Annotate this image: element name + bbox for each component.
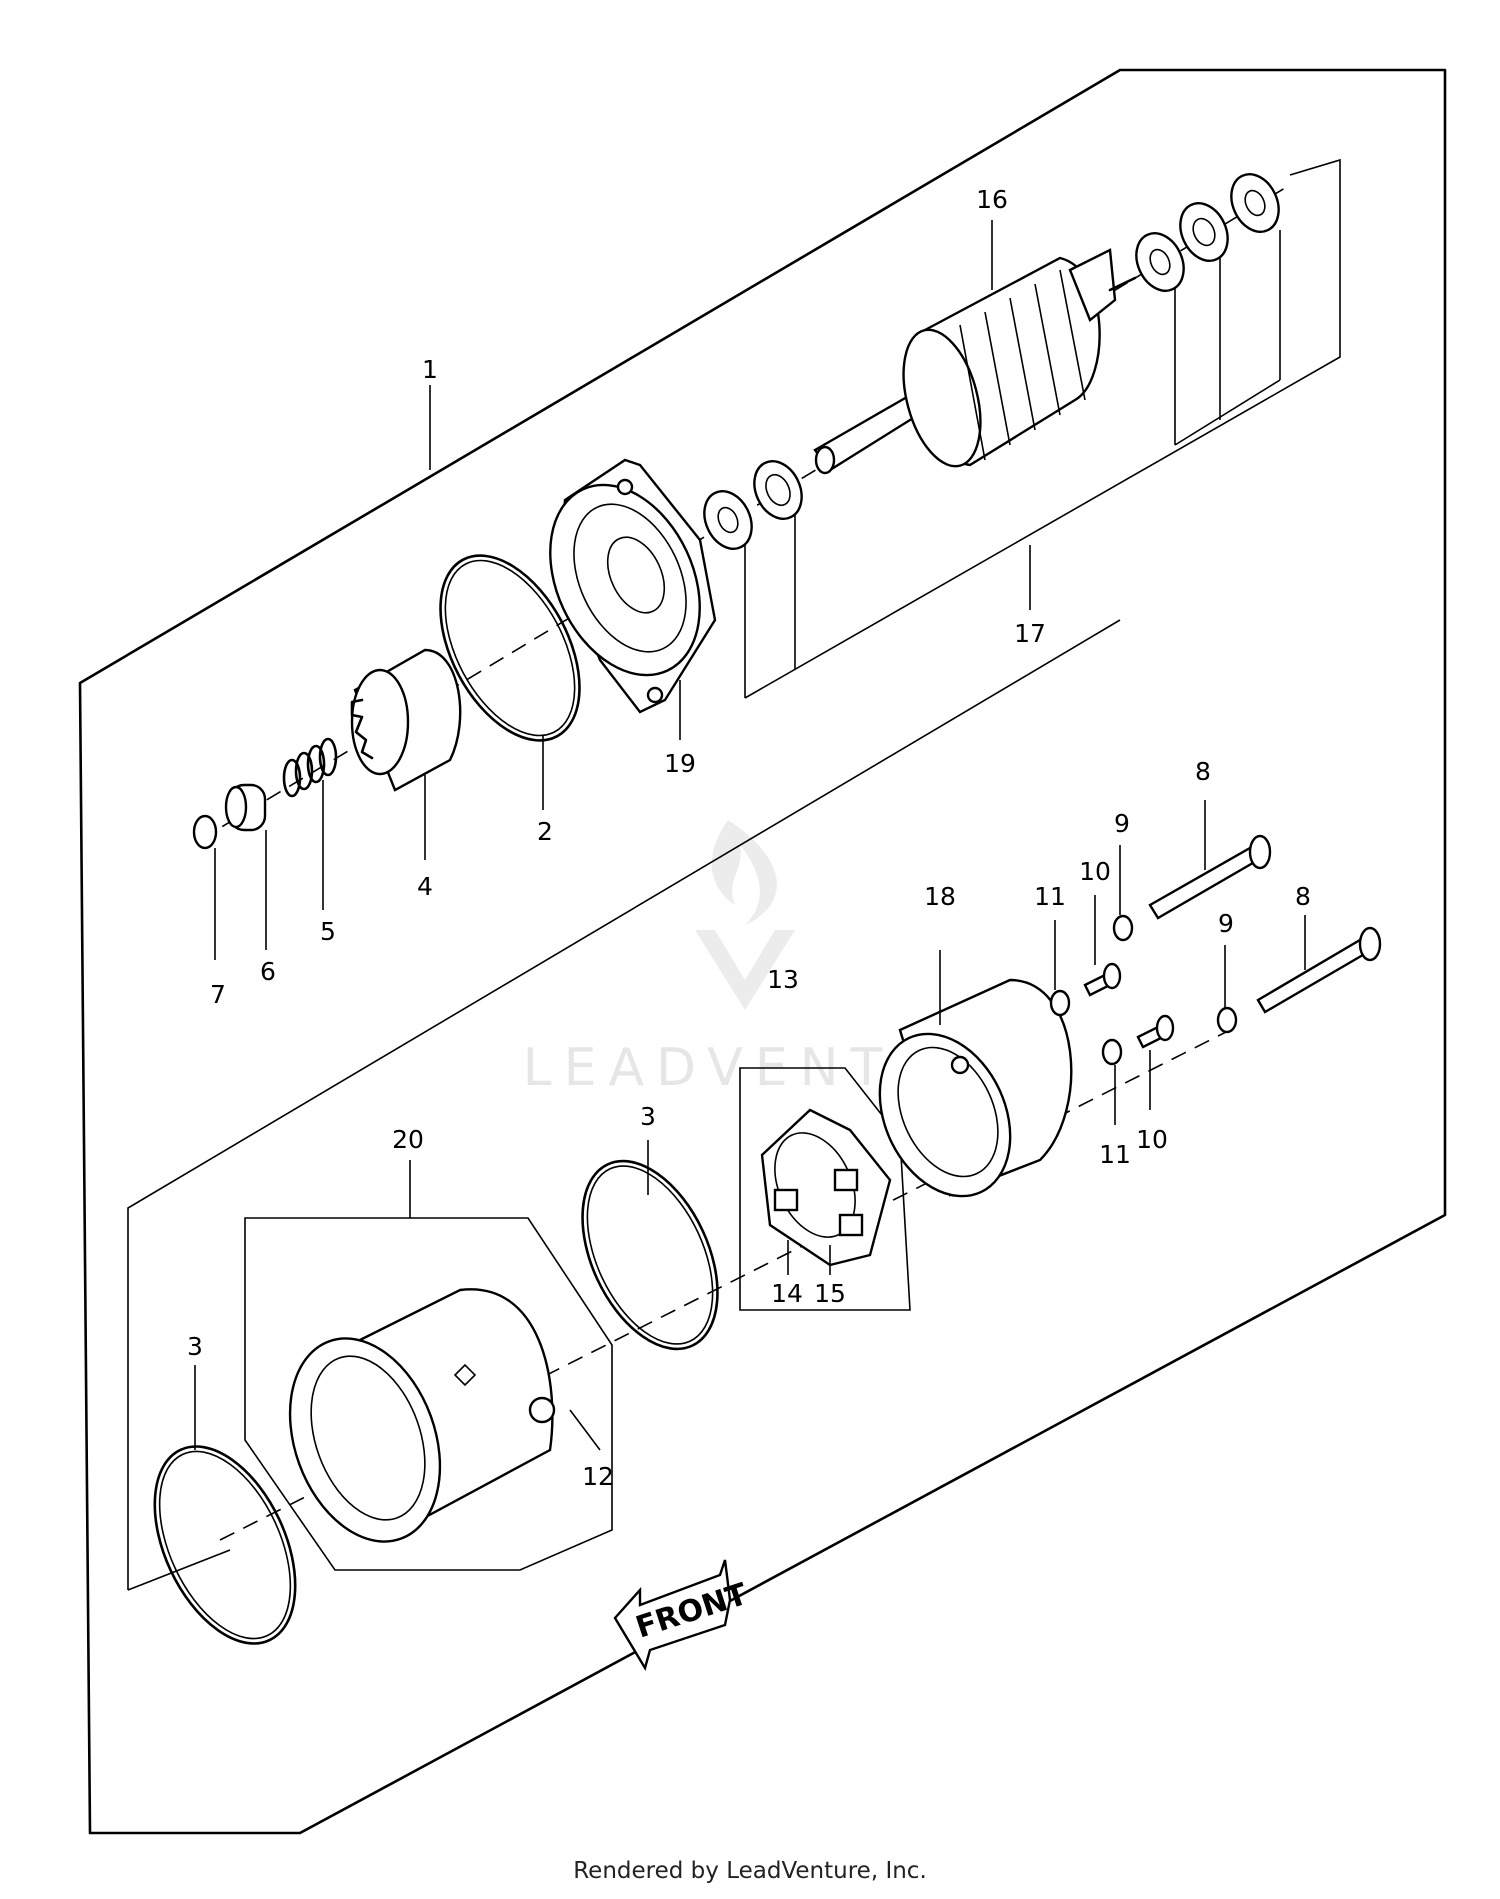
part-2-o-ring (439, 554, 581, 810)
part-7-circlip (192, 814, 218, 960)
part-11-lock-washer-upper (1049, 920, 1071, 1017)
part-9-washer-lower (1216, 945, 1238, 1034)
callout-6: 6 (260, 957, 276, 986)
callout-18: 18 (924, 882, 956, 911)
callout-19: 19 (664, 749, 696, 778)
callout-3-rear: 3 (640, 1102, 656, 1131)
callout-8-lower: 8 (1295, 882, 1311, 911)
part-4-pinion-clutch (350, 648, 462, 860)
callout-9-lower: 9 (1218, 909, 1234, 938)
part-6-collar (224, 783, 267, 950)
front-arrow: FRONT (613, 1559, 752, 1672)
callout-11-upper: 11 (1034, 882, 1066, 911)
callout-14: 14 (771, 1279, 803, 1308)
callout-9-upper: 9 (1114, 809, 1130, 838)
lower-outline (127, 619, 1121, 1590)
part-11-lock-washer-lower (1101, 1038, 1123, 1125)
part-10-screw-lower (1136, 1014, 1175, 1110)
callout-20: 20 (392, 1125, 424, 1154)
callout-10-upper: 10 (1079, 857, 1111, 886)
callout-10-lower: 10 (1136, 1125, 1168, 1154)
callout-16: 16 (976, 185, 1008, 214)
part-18-end-cover (878, 950, 1073, 1198)
callout-8-upper: 8 (1195, 757, 1211, 786)
part-3-o-ring-rear (581, 1140, 719, 1351)
watermark-flame-logo (711, 820, 777, 925)
part-5-spring (282, 737, 338, 910)
assembly-outline (78, 68, 1447, 1835)
part-16-armature (813, 220, 1137, 475)
callout-2: 2 (537, 817, 553, 846)
callout-13: 13 (767, 965, 799, 994)
callout-7: 7 (210, 980, 226, 1009)
callout-labels: 1 2 3 3 4 5 6 7 8 8 9 9 10 10 11 11 12 1… (187, 185, 1311, 1491)
part-10-screw-upper (1083, 895, 1122, 997)
part-20-yoke-housing (244, 1217, 613, 1571)
part-17-washers-rear (1135, 173, 1280, 292)
part-13-brush-holder (739, 1067, 911, 1311)
callout-1: 1 (422, 355, 438, 384)
callout-4: 4 (417, 872, 433, 901)
part-3-o-ring-front (153, 1365, 297, 1645)
bracket-17 (744, 158, 1341, 699)
part-8-through-bolt-lower (1256, 915, 1382, 1014)
callout-5: 5 (320, 917, 336, 946)
part-19-front-cover (549, 458, 717, 740)
footer-credit: Rendered by LeadVenture, Inc. (573, 1858, 927, 1884)
callout-11-lower: 11 (1099, 1140, 1131, 1169)
callout-12: 12 (582, 1462, 614, 1491)
watermark-v-logo (695, 930, 795, 1010)
part-8-through-bolt-upper (1148, 800, 1272, 920)
part-9-washer-upper (1112, 845, 1134, 942)
callout-17: 17 (1014, 619, 1046, 648)
part-17-washers-front (703, 460, 803, 550)
callout-3-front: 3 (187, 1332, 203, 1361)
callout-15: 15 (814, 1279, 846, 1308)
